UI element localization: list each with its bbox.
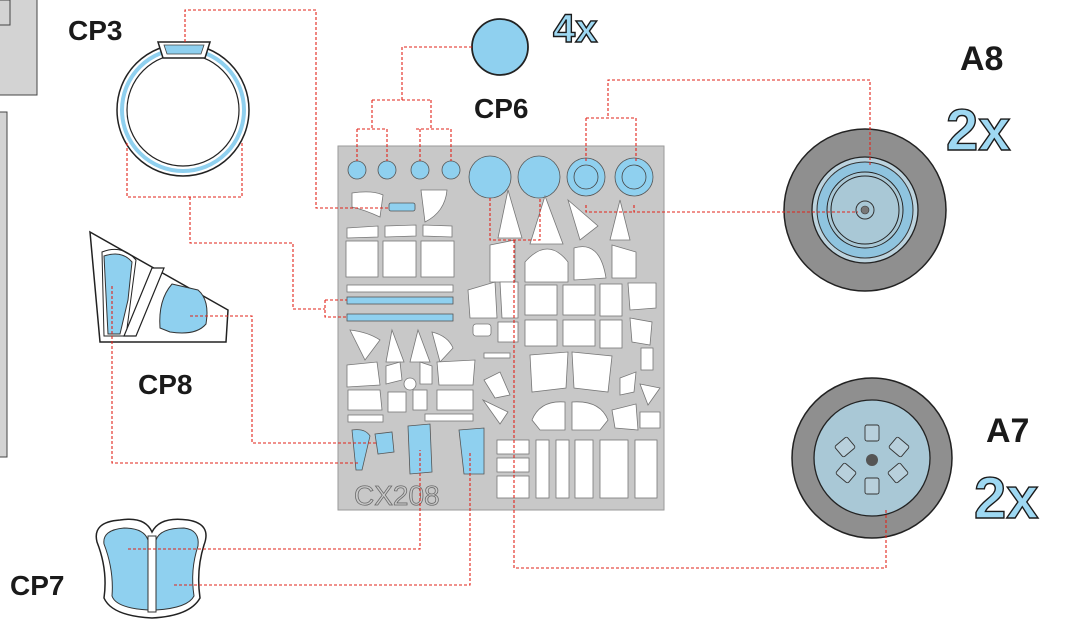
sheet-cp6-4	[441, 160, 461, 180]
cp8-part	[89, 230, 229, 343]
partial-panel-top	[0, 0, 38, 96]
sheet-strip-2	[346, 313, 454, 322]
sheet-cp7-left	[407, 423, 433, 475]
sheet-circle-2	[517, 155, 561, 199]
partial-panel-side	[0, 111, 8, 458]
partial-panel-top-inner	[0, 0, 11, 26]
cp8-label: CP8	[138, 369, 192, 400]
sheet-code-label: CX208	[354, 480, 440, 511]
sheet-cp6-1	[347, 160, 367, 180]
sheet-cp8-right	[374, 431, 395, 455]
sheet-cp6-3	[410, 160, 430, 180]
cp3-part	[116, 41, 250, 177]
cp6-multiplier: 4x	[553, 7, 598, 51]
mask-sheet: CX208	[337, 145, 665, 511]
sheet-strip-1	[346, 296, 454, 305]
a7-label: A7	[986, 412, 1029, 450]
sheet-cp7-right	[458, 427, 485, 475]
a7-wheel	[791, 377, 953, 539]
cp3-label: CP3	[68, 15, 122, 46]
cp7-part	[95, 518, 207, 619]
cp6-label: CP6	[474, 93, 528, 124]
a7-multiplier: 2x	[974, 466, 1039, 531]
sheet-cp3-tab	[388, 202, 416, 212]
cp6-part	[471, 18, 529, 76]
cp7-label: CP7	[10, 570, 64, 601]
a8-multiplier: 2x	[946, 98, 1011, 163]
sheet-a8-hub-1	[566, 157, 606, 197]
sheet-circle-1	[468, 155, 512, 199]
a8-label: A8	[960, 40, 1003, 78]
sheet-cp6-2	[377, 160, 397, 180]
leader-lines	[111, 9, 887, 586]
sheet-cp8-left	[351, 429, 371, 471]
sheet-a8-hub-2	[614, 157, 654, 197]
a8-wheel	[783, 128, 947, 292]
